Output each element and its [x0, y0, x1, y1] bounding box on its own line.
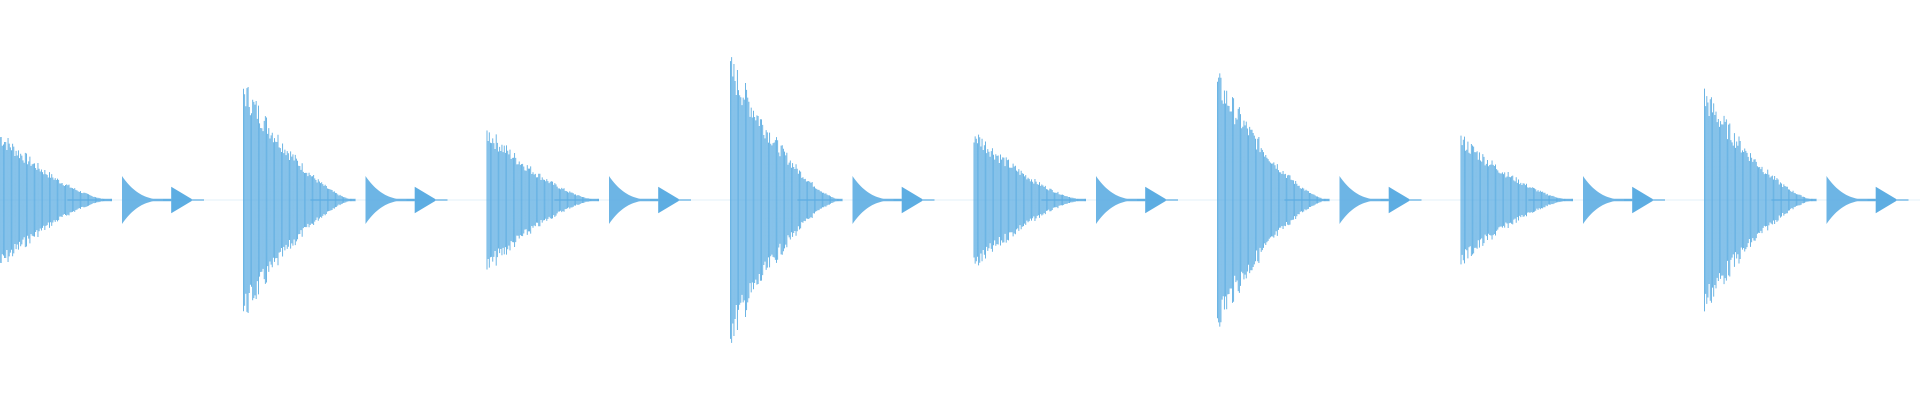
waveform-burst-short [1583, 176, 1665, 224]
waveform-burst-short [852, 176, 935, 224]
waveform-burst-main [0, 136, 112, 264]
waveform-burst-main [730, 57, 843, 343]
waveform-burst-main [486, 130, 599, 270]
waveform-burst-short [1096, 176, 1178, 224]
waveform-burst-short [1826, 176, 1909, 224]
waveform-burst-short [365, 176, 448, 224]
waveform-burst-main [243, 87, 356, 313]
waveform-burst-short [609, 176, 691, 224]
waveform-burst-main [1217, 73, 1330, 327]
waveform-burst-short [1339, 176, 1422, 224]
waveform-bursts [0, 57, 1909, 343]
waveform-burst-short [122, 176, 204, 224]
waveform-burst-main [1704, 88, 1817, 312]
waveform-burst-main [973, 134, 1086, 266]
waveform-burst-main [1460, 135, 1573, 265]
